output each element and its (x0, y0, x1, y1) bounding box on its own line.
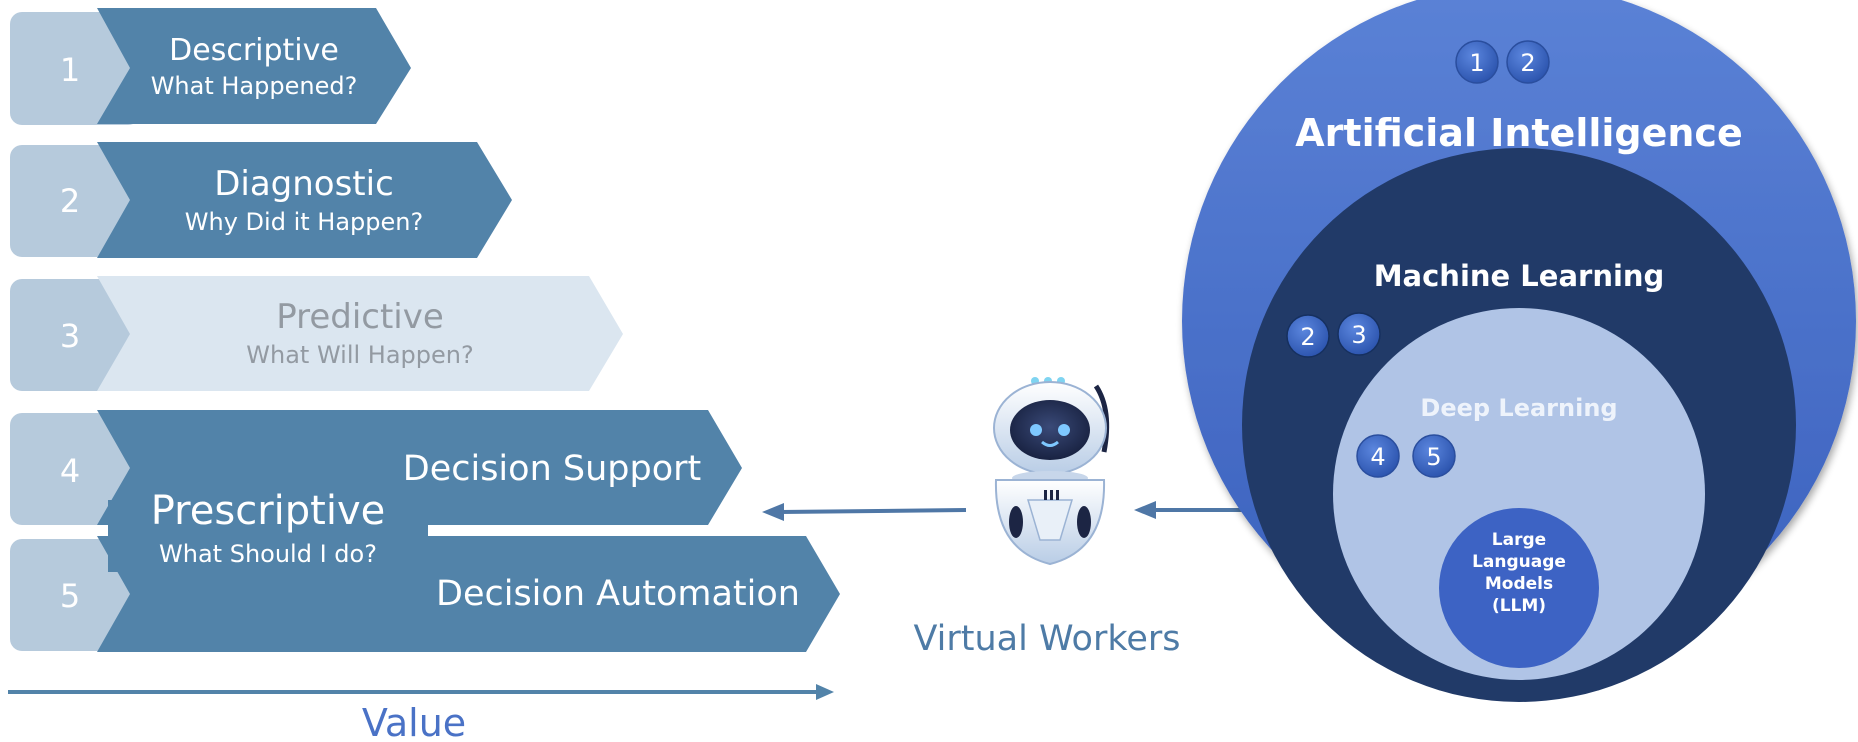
badge-number: 3 (1351, 321, 1366, 349)
badge-number: 5 (1426, 443, 1441, 471)
number-tab (10, 145, 140, 257)
stage-diagnostic: 2 Diagnostic Why Did it Happen? (10, 142, 512, 258)
value-axis-label: Value (362, 701, 466, 742)
llm-line: Models (1485, 574, 1553, 594)
ai-badges: 1 2 (1455, 40, 1550, 84)
stage-number: 1 (60, 51, 80, 89)
prescriptive-title: Prescriptive (151, 488, 385, 534)
stage-subtitle: What Happened? (151, 72, 358, 100)
number-tab (10, 12, 140, 125)
prescriptive-block: Prescriptive What Should I do? (108, 488, 434, 572)
stage-number: 4 (60, 452, 80, 490)
stage-label: Decision Automation (436, 574, 800, 614)
badge-number: 4 (1370, 443, 1385, 471)
prescriptive-bridge (108, 500, 428, 572)
stage-number: 3 (60, 317, 80, 355)
stage-predictive: 3 Predictive What Will Happen? (10, 276, 623, 391)
llm-circle (1439, 508, 1599, 668)
dl-label: Deep Learning (1420, 394, 1617, 422)
stage-number: 2 (60, 182, 80, 220)
llm-line: Large (1492, 530, 1546, 550)
badge (1337, 312, 1381, 356)
robot-icon (993, 377, 1110, 566)
flow-arrow-to-decisions (762, 503, 967, 521)
ai-label: Artificial Intelligence (1295, 111, 1742, 155)
number-tab (10, 539, 140, 651)
prescriptive-subtitle: What Should I do? (159, 540, 377, 568)
stage-descriptive: 1 Descriptive What Happened? (10, 8, 411, 125)
badge (1412, 434, 1456, 478)
stage-decision-support: 4 Decision Support (10, 410, 742, 525)
stage-subtitle: Why Did it Happen? (185, 208, 423, 236)
stage-arrow (97, 142, 512, 258)
badge-number: 2 (1300, 323, 1315, 351)
stage-label: Decision Support (403, 449, 702, 489)
dl-badges: 4 5 (1356, 434, 1456, 478)
row-gap (428, 526, 434, 536)
stage-title: Diagnostic (214, 164, 394, 204)
flow-arrow-to-robot (1134, 501, 1245, 519)
stage-arrow (97, 410, 742, 525)
badge-number: 1 (1469, 49, 1484, 77)
value-arrowhead (816, 684, 834, 700)
llm-label: Large Language Models (LLM) (1472, 530, 1566, 616)
stage-title: Descriptive (169, 33, 339, 68)
stage-title: Predictive (276, 297, 444, 337)
badge (1506, 40, 1550, 84)
value-axis: Value (8, 684, 834, 742)
virtual-workers-label: Virtual Workers (913, 619, 1180, 659)
ml-badges: 2 3 (1286, 312, 1381, 358)
badge (1356, 434, 1400, 478)
llm-line: (LLM) (1492, 596, 1546, 616)
arrow-head (762, 503, 784, 521)
number-tab (10, 413, 140, 525)
llm-line: Language (1472, 552, 1566, 572)
dl-circle (1333, 308, 1705, 680)
stage-subtitle: What Will Happen? (246, 341, 473, 369)
number-tab (10, 279, 140, 391)
badge-number: 2 (1520, 49, 1535, 77)
arrow-head (1134, 501, 1156, 519)
ml-label: Machine Learning (1374, 259, 1665, 293)
arrow-line (779, 508, 967, 514)
stage-arrow (97, 276, 623, 391)
badge (1286, 314, 1330, 358)
stage-arrow (97, 8, 411, 124)
badge (1455, 40, 1499, 84)
stage-number: 5 (60, 577, 80, 615)
ai-circles (1182, 0, 1856, 702)
